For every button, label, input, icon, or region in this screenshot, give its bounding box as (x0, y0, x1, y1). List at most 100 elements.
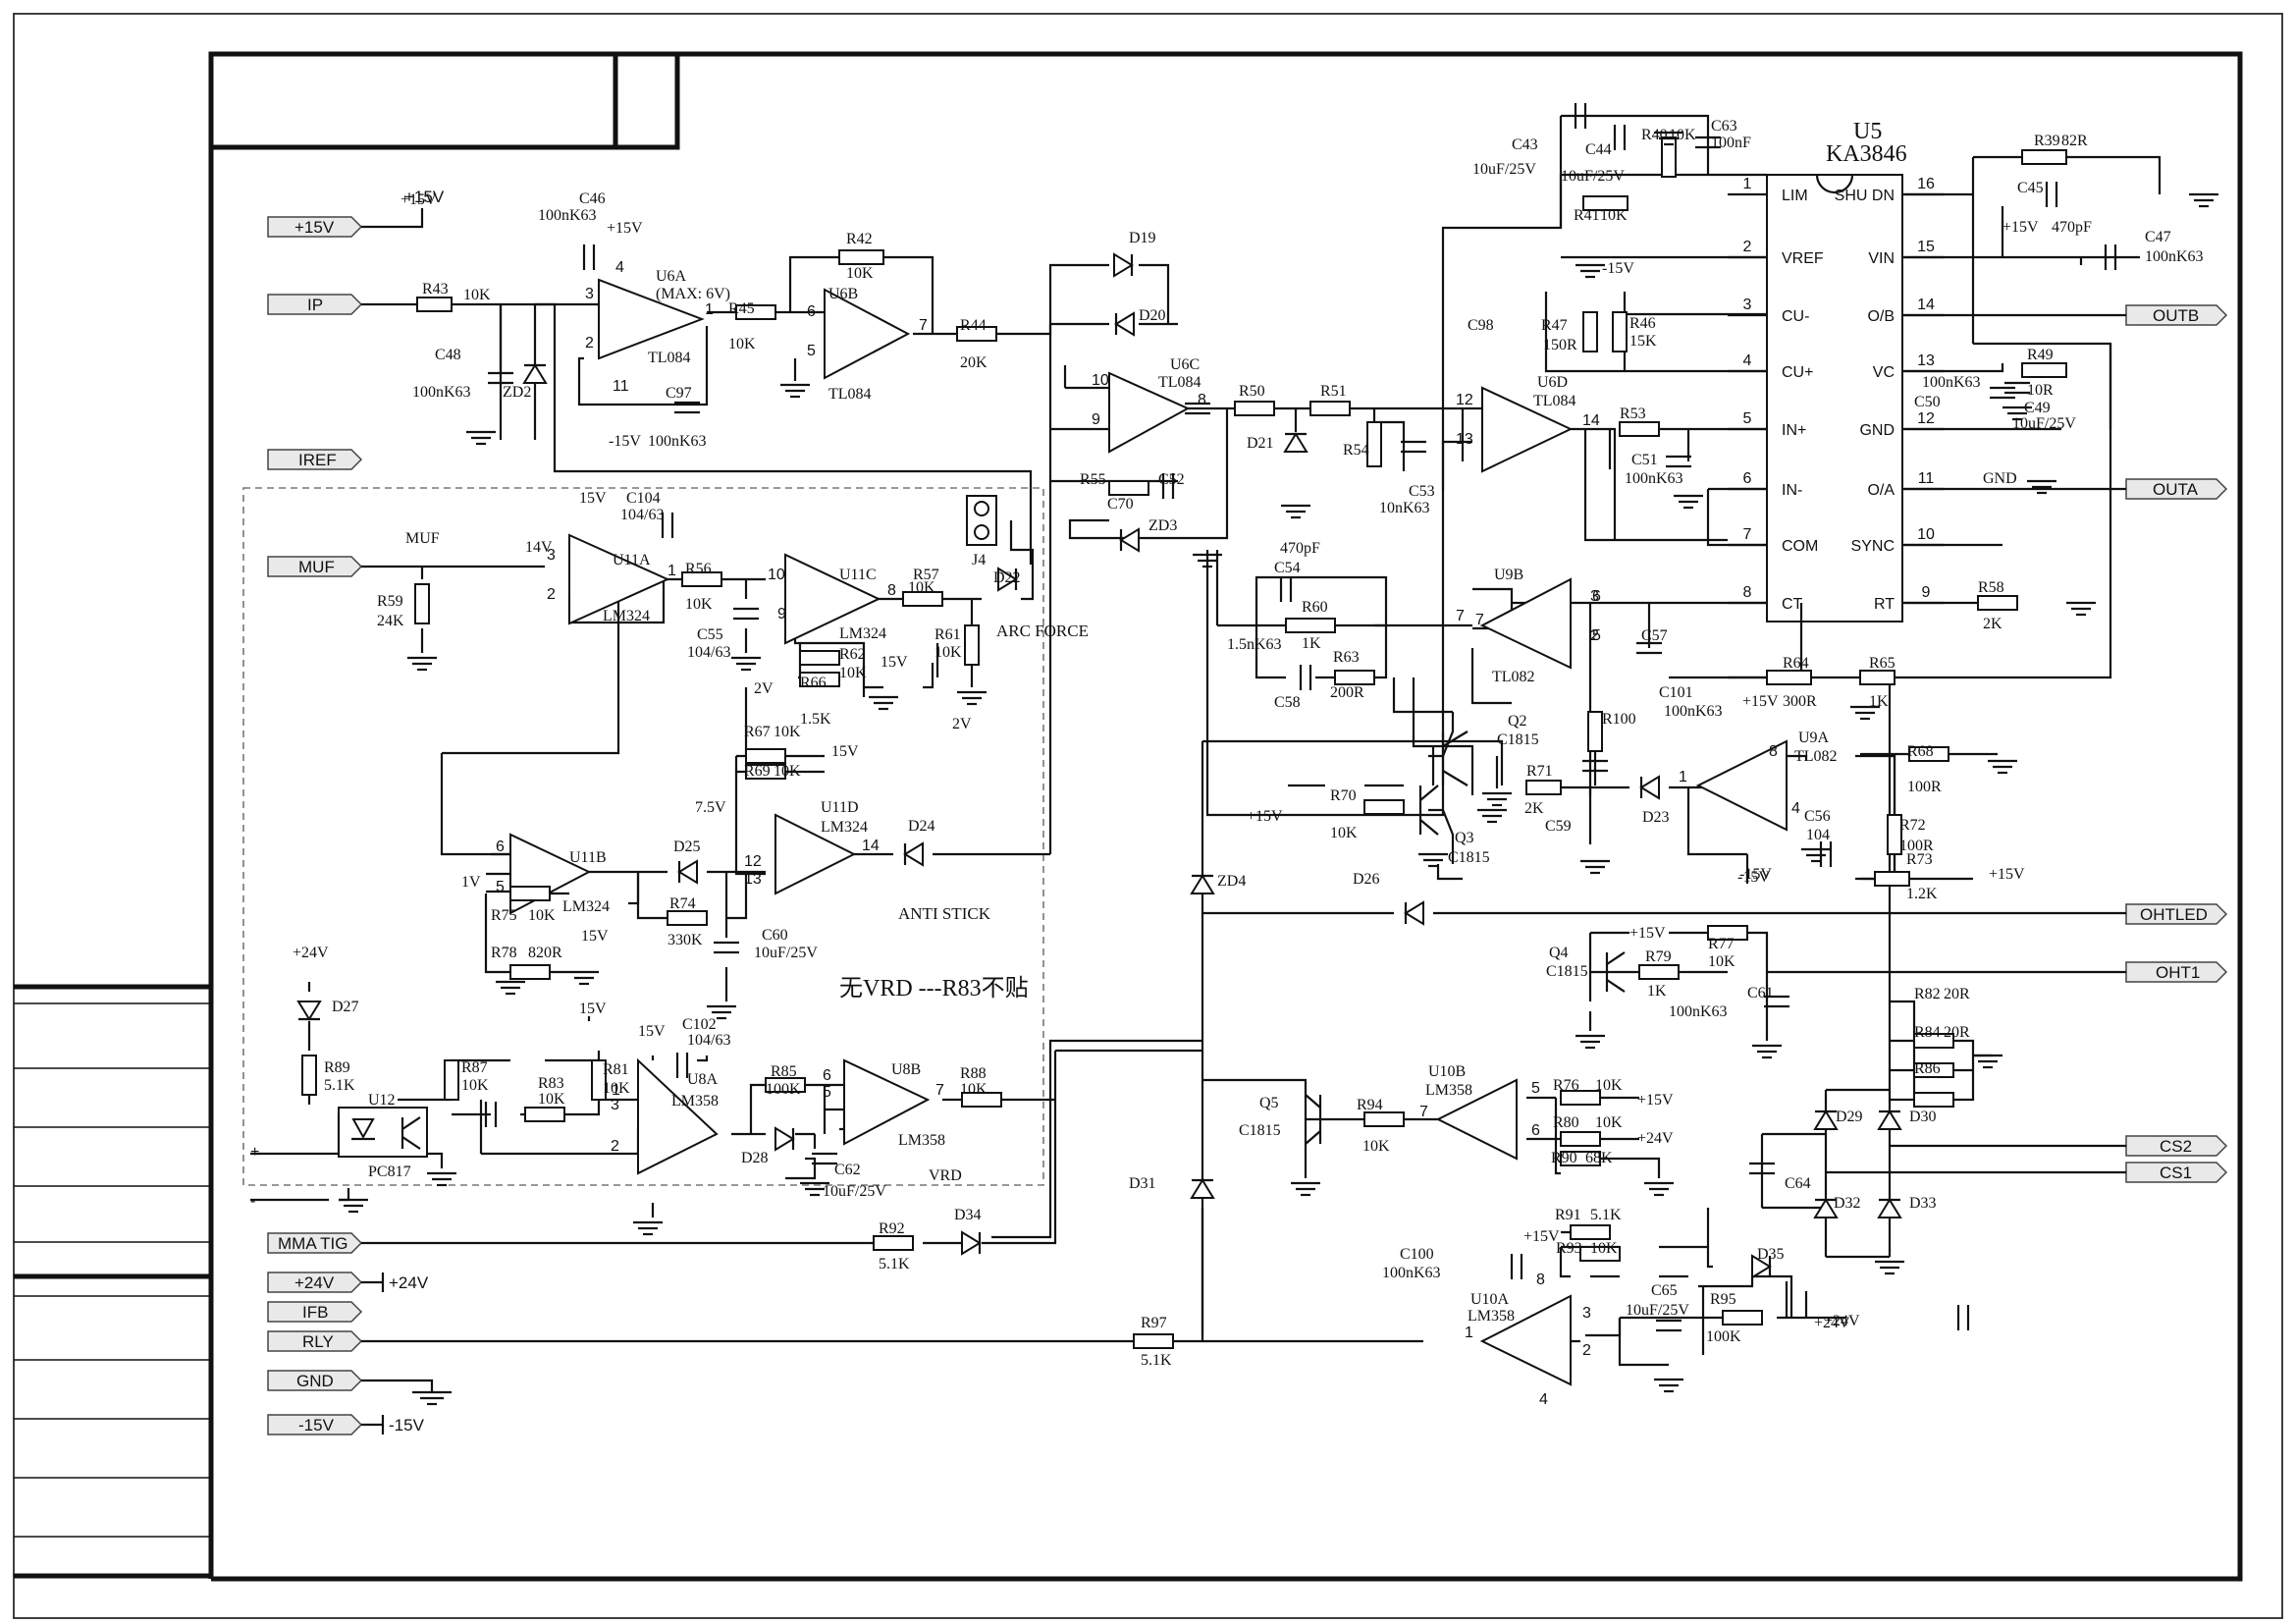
component-label: D26 (1353, 871, 1380, 888)
ic-pin-name: SYNC (1851, 538, 1895, 555)
component-label: R41 (1574, 207, 1600, 224)
component-label: 20R (1944, 986, 1970, 1002)
ground-symbol (1482, 791, 1512, 807)
component-label: Q5 (1259, 1095, 1279, 1111)
diode (1813, 1198, 1839, 1218)
component-label: TL084 (1158, 374, 1201, 391)
pin-number: + (250, 1144, 259, 1161)
component-label: R66 (800, 675, 827, 691)
component-label: PC817 (368, 1164, 411, 1180)
component-label: C98 (1468, 317, 1494, 334)
component-label: 15V (638, 1023, 666, 1040)
component-label: 10K (1595, 1114, 1623, 1131)
component-label: 470pF (1280, 540, 1320, 557)
opamp-u10b (1435, 1078, 1518, 1161)
component-label: 330K (667, 932, 703, 948)
component-label: D33 (1909, 1195, 1937, 1212)
capacitor (1299, 665, 1312, 690)
capacitor (2045, 182, 2058, 207)
port-outb: OUTB (2125, 304, 2228, 326)
component-label: R90 (1551, 1150, 1577, 1166)
pin-number: 14 (862, 838, 880, 854)
port-label: CS1 (2160, 1164, 2192, 1182)
pin-number: 1 (667, 563, 676, 579)
component-label: 104/63 (687, 644, 730, 661)
component-label: R81 (603, 1061, 629, 1078)
pin-number: 7 (1456, 608, 1465, 624)
diode (1877, 1110, 1902, 1130)
port-mma-tig: MMA TIG (267, 1232, 363, 1254)
resistor-r43 (416, 297, 453, 312)
resistor-r68 (1908, 746, 1949, 762)
pin-number: 6 (823, 1067, 831, 1084)
ic-pin-name: O/A (1867, 482, 1895, 499)
component-label: TL084 (648, 350, 691, 366)
pin-number: 8 (887, 582, 896, 599)
diode (1283, 432, 1308, 453)
component-label: D24 (908, 818, 935, 835)
opamp-u11a (568, 533, 670, 625)
component-label: 10K (774, 724, 801, 740)
resistor-r65 (1859, 670, 1896, 685)
rail-label: +15V (404, 188, 445, 206)
diode (961, 1230, 982, 1256)
port-label: -15V (298, 1416, 335, 1435)
capacitor (1582, 759, 1608, 773)
component-label: C55 (697, 626, 723, 643)
component-label: U8A (687, 1071, 719, 1088)
component-label: R78 (491, 945, 517, 961)
ic-part: KA3846 (1826, 141, 1907, 167)
component-label: +15V (1637, 1092, 1674, 1109)
component-label: D21 (1247, 435, 1274, 452)
ground-symbol (800, 1181, 829, 1197)
resistor-r90 (1560, 1151, 1601, 1166)
component-label: 10K (1595, 1077, 1623, 1094)
component-label: R64 (1783, 655, 1809, 672)
capacitor (1613, 125, 1627, 150)
capacitor (661, 513, 674, 538)
component-label: ZD4 (1217, 873, 1246, 890)
pin-number: 1 (1465, 1325, 1473, 1341)
component-label: 10uF/25V (1561, 168, 1625, 185)
port-label: OUTA (2153, 480, 2199, 499)
capacitor (1574, 103, 1587, 129)
component-label: C49 (2024, 400, 2051, 416)
component-label: LM358 (671, 1093, 719, 1110)
component-label: -15V (1739, 866, 1772, 883)
component-label: R71 (1526, 763, 1553, 780)
component-label: 15V (831, 743, 859, 760)
ic-pin-number: 10 (1917, 526, 1935, 543)
resistor-r93 (1579, 1246, 1621, 1262)
ground-symbol (1801, 847, 1831, 863)
port-plus15v: +15V +15V (267, 188, 445, 238)
resistor-r42 (838, 249, 884, 265)
component-label: ZD2 (503, 384, 531, 401)
port-label: MMA TIG (278, 1234, 347, 1253)
ic-pin-name: VC (1873, 364, 1895, 381)
component-label: C60 (762, 927, 788, 944)
component-label: 150R (1543, 337, 1577, 353)
component-label: C61 (1747, 985, 1774, 1001)
diode (1114, 311, 1135, 337)
component-label: C104 (626, 490, 661, 507)
component-label: 15V (581, 928, 609, 945)
pin-number: 13 (1456, 431, 1473, 448)
component-label: C57 (1641, 627, 1668, 644)
port-label: OHTLED (2140, 905, 2208, 924)
port-gnd: GND (267, 1370, 452, 1406)
port-rly: RLY (267, 1330, 363, 1352)
component-label: 10K (839, 665, 867, 681)
port-label: +15V (294, 218, 335, 237)
pin-number: 12 (744, 853, 762, 870)
component-label: R77 (1708, 936, 1735, 952)
component-label: 1.2K (1906, 886, 1938, 902)
opamp-u11d (774, 813, 857, 895)
ic-pin-number: 8 (1743, 584, 1752, 601)
component-label: R92 (879, 1220, 905, 1237)
left-ports: +15V +15V IP IREF MUF MMA TIG +24V +24V (267, 188, 452, 1435)
component-label: 10uF/25V (823, 1183, 886, 1200)
component-label: R85 (771, 1063, 797, 1080)
component-label: 100nK63 (1382, 1265, 1441, 1281)
component-label: 15V (881, 654, 908, 671)
component-label: D19 (1129, 230, 1156, 246)
